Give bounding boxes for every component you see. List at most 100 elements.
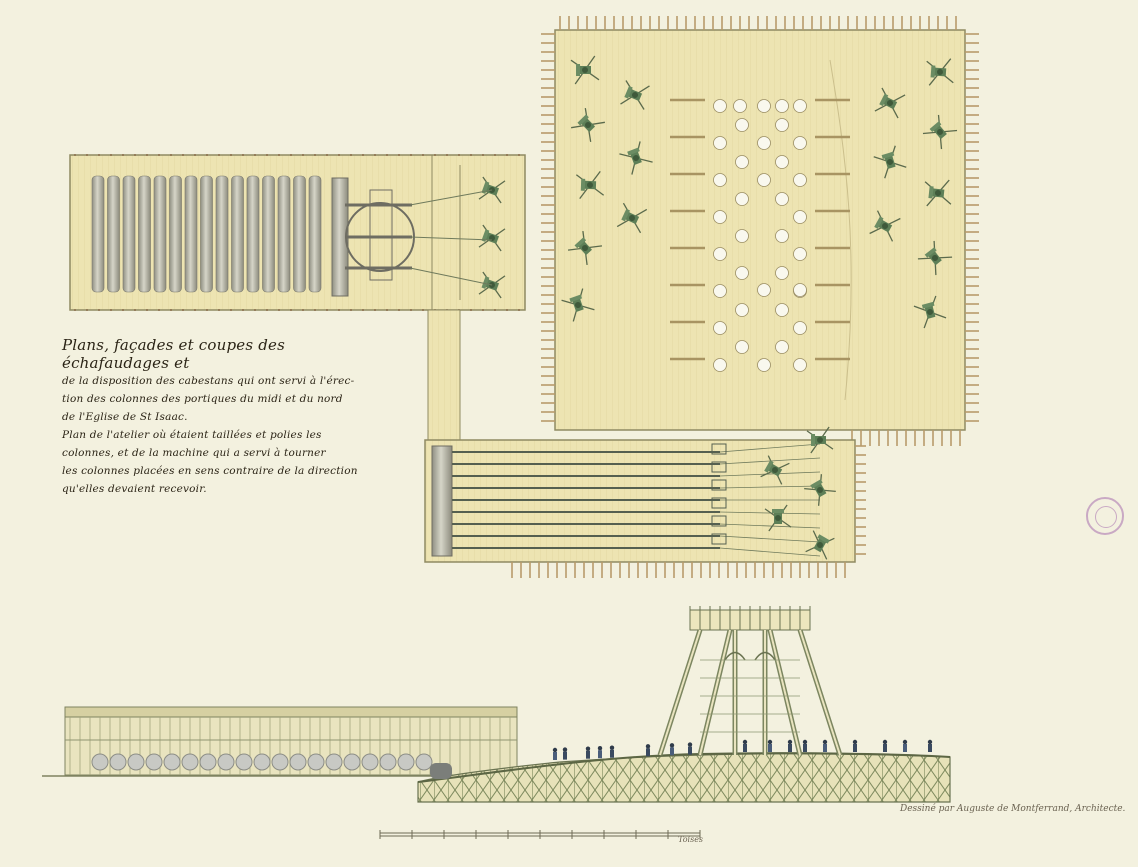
column-icon [153, 175, 167, 293]
column-icon [169, 175, 182, 293]
column-position-icon [757, 136, 771, 150]
column-position-icon [793, 358, 807, 372]
column-position-icon [775, 192, 789, 206]
column-carriage [331, 177, 415, 297]
column-position-icon [735, 118, 749, 132]
lever-bars [670, 98, 850, 361]
column-position-icon [793, 321, 807, 335]
capstan-icon [575, 170, 605, 200]
architect-signature: Dessiné par Auguste de Montferrand, Arch… [900, 804, 1126, 814]
capstans-main [561, 55, 958, 329]
scaffold-elevation [417, 606, 951, 803]
capstan-icon [917, 240, 953, 276]
haul-lines [452, 443, 821, 557]
caption-line-8: qu'elles devaient recevoir. [62, 483, 207, 495]
column-position-icon [735, 340, 749, 354]
capstan-icon [616, 202, 648, 234]
capstan-icon [620, 80, 650, 110]
capstan-icon [913, 295, 947, 329]
capstan-icon [922, 114, 958, 150]
library-stamp-icon [1086, 497, 1124, 535]
column-position-icon [775, 303, 789, 317]
column-position-icon [757, 99, 771, 113]
scale-bar [379, 830, 701, 839]
main-scaffold-plan [541, 16, 979, 446]
column-icon [122, 175, 136, 293]
column-position-icon [735, 303, 749, 317]
column-icon [262, 175, 275, 293]
capstan-icon [619, 141, 653, 175]
column-position-icon [713, 210, 727, 224]
column-position-icon [793, 173, 807, 187]
column-position-icon [713, 284, 727, 298]
capstan-icon [926, 58, 954, 86]
column-icon [308, 175, 322, 293]
column-position-icon [713, 247, 727, 261]
column-icon [184, 175, 198, 293]
column-position-icon [775, 99, 789, 113]
column-icon [138, 175, 151, 293]
connector-walkway [427, 309, 461, 441]
column-position-icon [775, 229, 789, 243]
capstan-icon [804, 474, 836, 506]
caption-line-7: les colonnes placées en sens contraire d… [62, 465, 358, 477]
column-icon [246, 175, 260, 293]
column-position-icon [735, 155, 749, 169]
capstan-icon [874, 87, 906, 119]
column-icon [200, 175, 213, 293]
column-icon [91, 175, 105, 293]
column-position-icon [713, 136, 727, 150]
column-position-icon [735, 229, 749, 243]
column-icon [107, 175, 120, 293]
capstan-icon [478, 224, 506, 252]
column-on-turntable [431, 445, 453, 557]
column-position-icon [775, 155, 789, 169]
caption-line-4: de l'Eglise de St Isaac. [62, 411, 188, 423]
workshop-columns [74, 154, 520, 311]
column-position-icon [713, 173, 727, 187]
capstan-icon [869, 210, 901, 242]
column-position-icon [775, 118, 789, 132]
column-position-icon [735, 266, 749, 280]
column-position-icon [713, 99, 727, 113]
column-position-icon [793, 283, 807, 297]
caption-line-1: Plans, façades et coupes des échafaudage… [62, 336, 285, 372]
capstan-icon [760, 455, 790, 485]
scale-label: Toises [678, 835, 704, 844]
column-icon [293, 175, 306, 293]
column-position-icon [733, 99, 747, 113]
capstan-icon [571, 108, 605, 142]
column-icon [277, 175, 291, 293]
capstan-icon [764, 504, 792, 532]
capstan-icon [873, 145, 907, 179]
capstan-icon [567, 230, 603, 266]
caption-line-6: colonnes, et de la machine qui a servi à… [62, 447, 326, 459]
capstan-icon [806, 426, 834, 454]
capstan-icon [561, 288, 595, 322]
column-icon [231, 175, 244, 293]
column-on-ramp [430, 763, 452, 779]
turning-posts [511, 445, 866, 578]
column-position-icon [775, 340, 789, 354]
column-position-icon [793, 99, 807, 113]
column-position-icon [793, 210, 807, 224]
column-position-icon [713, 358, 727, 372]
capstans-lower [760, 426, 836, 560]
column-position-icon [793, 136, 807, 150]
workshop-plan [69, 154, 526, 311]
caption-line-5: Plan de l'atelier où étaient taillées et… [62, 429, 322, 441]
capstan-icon [924, 179, 952, 207]
column-position-icon [793, 247, 807, 261]
column-icon [215, 175, 229, 293]
column-position-icon [757, 358, 771, 372]
column-position-icon [713, 321, 727, 335]
column-position-icon [735, 192, 749, 206]
column-position-icon [757, 173, 771, 187]
capstan-icon [570, 55, 600, 85]
capstan-icon [805, 530, 835, 560]
turning-machine-plan [424, 426, 866, 578]
workers [552, 739, 933, 760]
caption-line-2: de la disposition des cabestans qui ont … [62, 375, 355, 387]
column-position-icon [775, 266, 789, 280]
